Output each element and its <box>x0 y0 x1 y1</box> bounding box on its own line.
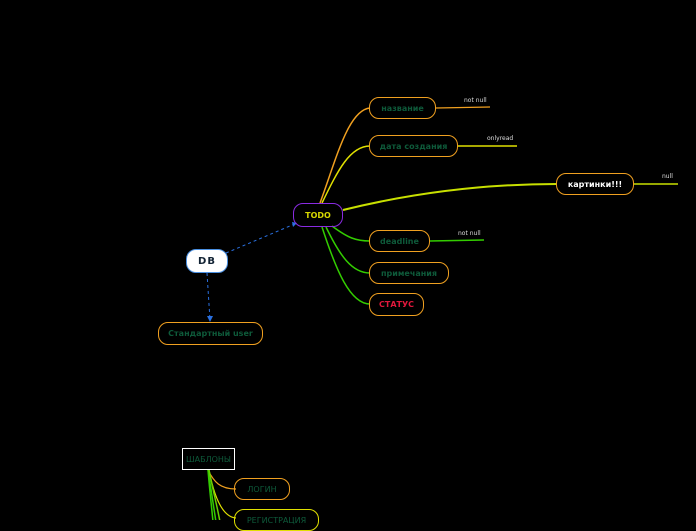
branch-extra-2 <box>207 469 214 520</box>
name-note-line <box>435 106 491 109</box>
node-db[interactable]: DB <box>186 249 228 273</box>
db-user-arrow <box>207 316 213 322</box>
node-date-created[interactable]: дата создания <box>369 135 458 157</box>
images-note-label: null <box>662 173 673 180</box>
db-user-link <box>206 272 211 321</box>
branch-name <box>319 107 371 204</box>
node-name[interactable]: название <box>369 97 436 119</box>
branch-extra-3 <box>208 469 221 520</box>
branch-date <box>321 145 371 204</box>
branch-deadline <box>331 225 371 242</box>
node-registration[interactable]: РЕГИСТРАЦИЯ <box>234 509 319 531</box>
node-deadline[interactable]: deadline <box>369 230 430 252</box>
node-notes[interactable]: примечания <box>369 262 449 284</box>
branch-registration <box>208 469 237 519</box>
deadline-note-line <box>428 239 485 242</box>
node-standard-user[interactable]: Стандартный user <box>158 322 263 345</box>
name-note-label: not null <box>464 97 487 104</box>
branch-images <box>342 183 558 211</box>
date-note-label: onlyread <box>487 135 514 142</box>
db-todo-link <box>225 222 298 254</box>
branch-status <box>321 226 371 305</box>
branch-notes <box>325 226 371 274</box>
node-todo[interactable]: TODO <box>293 203 343 227</box>
mindmap-connections <box>206 106 678 520</box>
node-login[interactable]: ЛОГИН <box>234 478 290 500</box>
deadline-note-label: not null <box>458 230 481 237</box>
node-status[interactable]: СТАТУС <box>369 293 424 316</box>
node-images[interactable]: картинки!!! <box>556 173 634 195</box>
node-templates[interactable]: ШАБЛОНЫ <box>182 448 235 470</box>
